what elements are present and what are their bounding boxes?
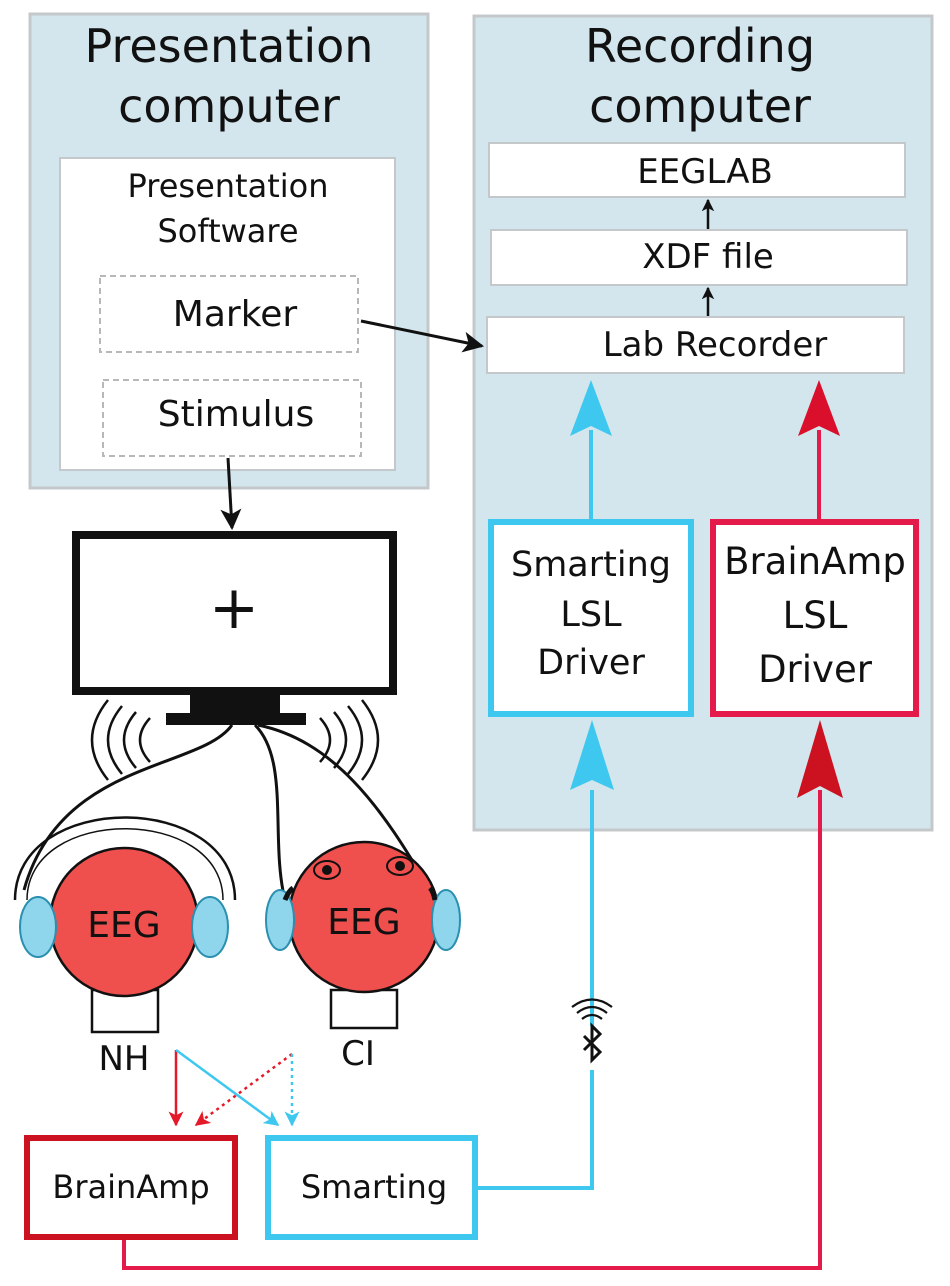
presentation-title-line1: Presentation bbox=[85, 19, 374, 73]
ci-neck bbox=[329, 988, 399, 1030]
brainamp-amplifier-box bbox=[24, 1135, 238, 1240]
marker-box bbox=[99, 275, 359, 353]
smarting-to-driver-line bbox=[478, 790, 594, 1190]
arrowhead-smarting-driver bbox=[570, 720, 614, 790]
smarting-amplifier-label: Smarting bbox=[301, 1168, 447, 1206]
brainamp-driver-line2: LSL bbox=[783, 594, 848, 637]
ci-head-label: EEG bbox=[327, 902, 400, 943]
nh-right-headphone bbox=[191, 896, 229, 958]
sound-waves-icon bbox=[90, 699, 380, 781]
marker-label: Marker bbox=[173, 294, 298, 335]
arrow-marker-to-labrecorder bbox=[360, 319, 485, 353]
participant-amplifier-links bbox=[168, 1048, 300, 1127]
bluetooth-icon bbox=[582, 1022, 603, 1064]
software-title-line1: Presentation bbox=[128, 167, 329, 205]
arrowhead-brainamp-up bbox=[798, 380, 840, 436]
eeglab-label: EEGLAB bbox=[637, 152, 773, 192]
stimulus-box bbox=[102, 379, 362, 457]
recording-computer-panel: Recording computer EEGLAB XDF file Lab R… bbox=[472, 14, 934, 832]
presentation-software-box: Presentation Software Marker Stimulus bbox=[59, 157, 396, 471]
software-title-line2: Software bbox=[157, 212, 298, 250]
ci-label: CI bbox=[341, 1034, 375, 1074]
headphones-band bbox=[13, 816, 237, 901]
monitor-base bbox=[166, 713, 306, 725]
nh-label: NH bbox=[99, 1039, 150, 1079]
xdf-file-box bbox=[490, 229, 908, 286]
cochlear-implant-icon bbox=[313, 856, 414, 880]
presentation-title-line2: computer bbox=[118, 79, 340, 133]
brainamp-driver-line3: Driver bbox=[758, 648, 873, 691]
eeglab-box bbox=[488, 142, 906, 198]
arrowhead-smarting-up bbox=[570, 380, 612, 436]
smarting-driver-line3: Driver bbox=[537, 643, 645, 683]
brainamp-amplifier-label: BrainAmp bbox=[52, 1168, 209, 1206]
recording-title-line2: computer bbox=[589, 79, 811, 133]
brainamp-driver-line1: BrainAmp bbox=[724, 540, 906, 583]
recording-title-line1: Recording bbox=[585, 19, 815, 73]
lab-recorder-box bbox=[486, 316, 905, 374]
monitor: + bbox=[22, 531, 437, 901]
brainamp-to-driver-line bbox=[122, 790, 822, 1270]
participant-ci: EEG CI bbox=[265, 840, 461, 1074]
ci-left-ear-device bbox=[265, 889, 295, 951]
arrowhead-brainamp-driver bbox=[797, 720, 843, 798]
wireless-signal-icon bbox=[571, 998, 613, 1020]
lab-recorder-label: Lab Recorder bbox=[603, 325, 828, 365]
nh-head-label: EEG bbox=[87, 905, 160, 946]
nh-left-headphone bbox=[19, 896, 57, 958]
participant-nh: EEG NH bbox=[13, 816, 237, 1079]
smarting-driver-line2: LSL bbox=[560, 595, 622, 635]
stimulus-label: Stimulus bbox=[158, 394, 314, 435]
ci-right-ear-device bbox=[431, 889, 461, 951]
arrow-stimulus-to-monitor bbox=[220, 457, 242, 531]
smarting-amplifier-box bbox=[265, 1135, 478, 1240]
brainamp-lsl-driver-box bbox=[710, 519, 919, 717]
xdf-file-label: XDF file bbox=[642, 237, 774, 277]
smarting-driver-line1: Smarting bbox=[511, 545, 671, 585]
smarting-lsl-driver-box bbox=[488, 519, 694, 717]
presentation-computer-panel: Presentation computer Presentation Softw… bbox=[28, 12, 430, 490]
fixation-cross: + bbox=[209, 573, 259, 643]
monitor-neck bbox=[190, 692, 280, 714]
